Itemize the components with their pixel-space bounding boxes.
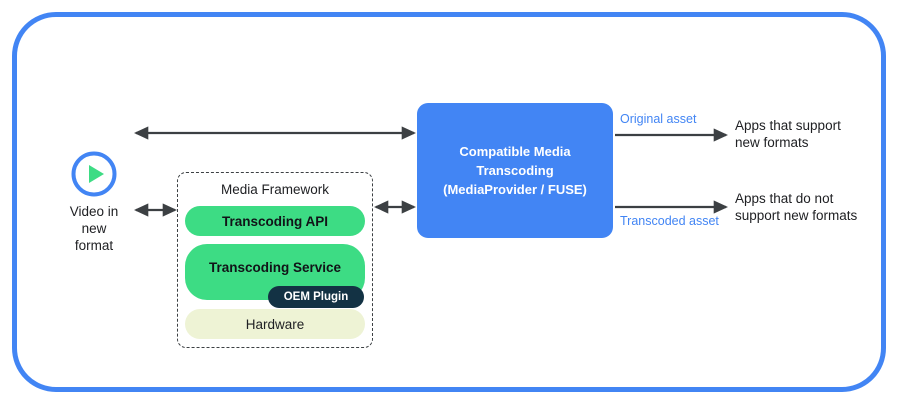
transcoded-asset-label: Transcoded asset — [620, 214, 719, 228]
video-source-label: Video in new format — [69, 204, 119, 253]
transcoding-api-block: Transcoding API — [185, 206, 365, 236]
media-framework-title: Media Framework — [220, 182, 330, 197]
apps-that-support-label: Apps that support new formats — [735, 118, 841, 150]
apps-that-do-not-support-label: Apps that do not support new formats — [735, 191, 858, 223]
oem-plugin-badge: OEM Plugin — [268, 286, 364, 308]
media-framework-box — [177, 172, 373, 348]
compatible-media-transcoding-box: Compatible Media Transcoding (MediaProvi… — [417, 103, 613, 238]
hardware-block: Hardware — [185, 309, 365, 339]
play-circle-icon — [71, 151, 117, 197]
original-asset-label: Original asset — [620, 112, 697, 126]
